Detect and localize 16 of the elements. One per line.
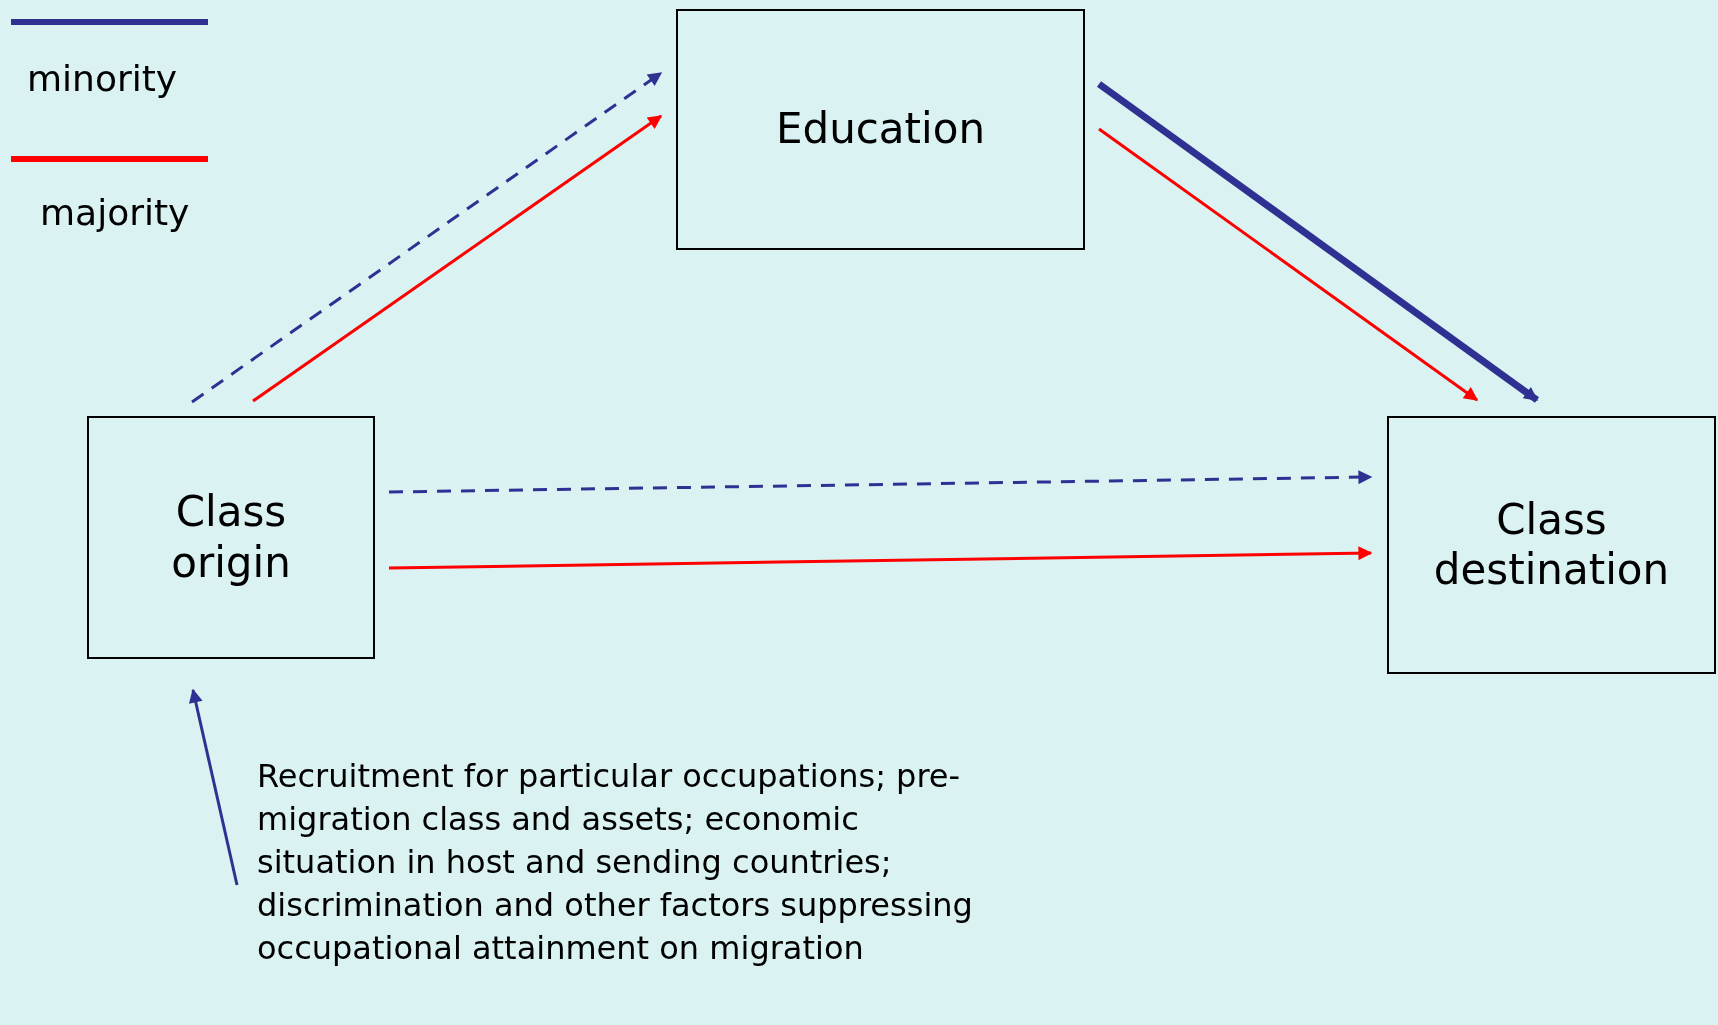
note-text: Recruitment for particular occupations; pre-migration class and assets; economic situation in host and sending countries; discrimination and other factors suppressing occupational attainment on migration xyxy=(257,756,974,969)
arrow xyxy=(191,71,663,404)
legend-label: majority xyxy=(40,192,190,233)
arrow xyxy=(1096,81,1540,403)
box-label: Education xyxy=(775,104,986,155)
concept-box xyxy=(1387,416,1716,674)
box-label: Class destination xyxy=(1432,494,1671,596)
arrow xyxy=(1098,127,1479,402)
arrow xyxy=(388,470,1373,494)
arrow xyxy=(188,688,239,886)
box-label: Class origin xyxy=(170,487,292,588)
arrow xyxy=(252,114,663,403)
arrow xyxy=(388,546,1373,570)
concept-box xyxy=(87,416,375,659)
concept-box xyxy=(676,9,1085,250)
legend-label: minority xyxy=(27,58,178,99)
